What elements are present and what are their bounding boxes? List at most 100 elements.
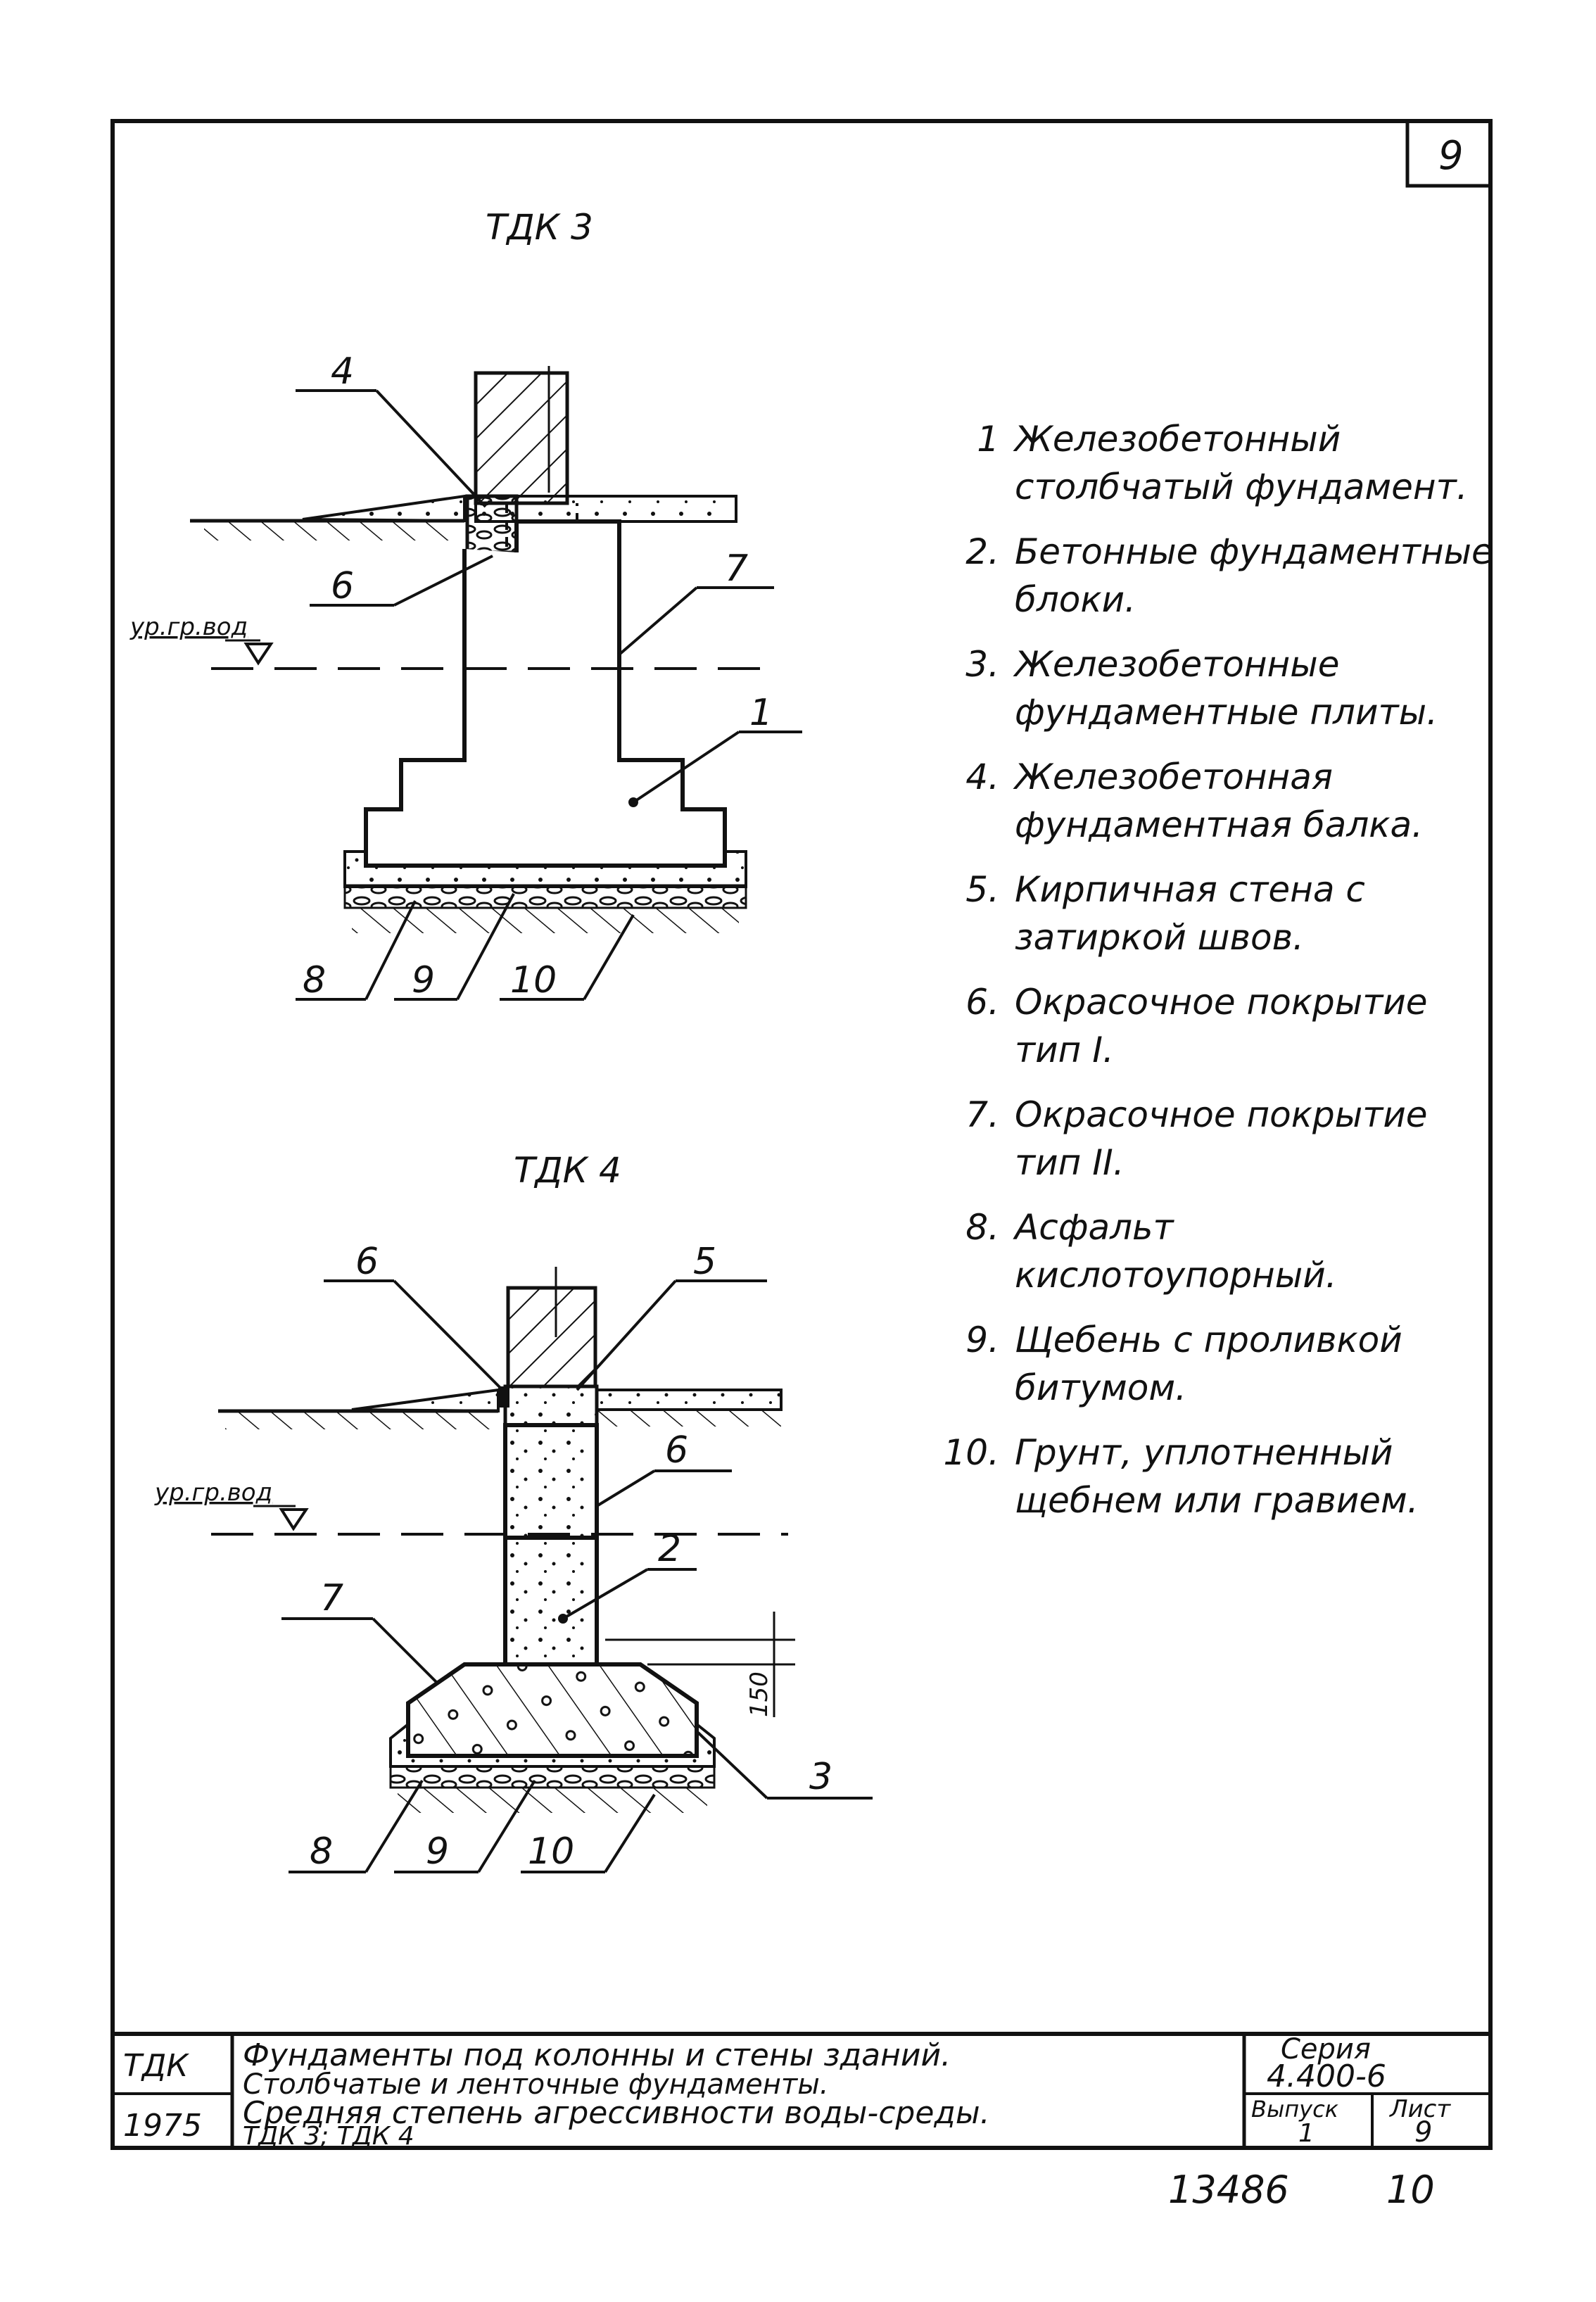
legend-num: 6. [965, 982, 999, 1023]
tdk4-callout-6b: 6 [665, 1429, 688, 1472]
tb-issue-value: 1 [1298, 2119, 1315, 2148]
tdk4-leader-5b [576, 1279, 677, 1391]
legend-text: Щебень с проливкой битумом. [1015, 1320, 1402, 1408]
legend-num: 1 [977, 419, 999, 460]
tdk4-leader-3 [695, 1730, 768, 1800]
tdk3-callout-6: 6 [331, 565, 354, 607]
legend-num: 10. [943, 1432, 999, 1473]
legend-text: Железобетонная фундаментная балка. [1015, 757, 1424, 845]
tdk3-column [474, 371, 569, 505]
legend: 1 Железобетонный столбчатый фундамент. 2.… [943, 415, 1499, 1541]
legend-item: 7. Окрасочное покрытие тип II. [943, 1091, 1499, 1187]
legend-item: 2. Бетонные фундаментные блоки. [943, 528, 1499, 624]
legend-num: 7. [965, 1094, 999, 1135]
tdk4-leader-2 [562, 1568, 649, 1620]
tdk4-soil-layer [398, 1788, 707, 1813]
tdk4-leader-6a-b [393, 1279, 504, 1391]
tb-code: ТДК [123, 2048, 189, 2084]
tb-sheet-label: Лист [1388, 2095, 1451, 2123]
tb-line2: Столбчатые и ленточные фундаменты. [243, 2068, 829, 2101]
tdk4-foundation-slab [406, 1662, 699, 1758]
tdk3-water-marker [243, 643, 274, 666]
tdk4-callout-3: 3 [809, 1756, 832, 1798]
tdk4-callout-9: 9 [426, 1830, 449, 1873]
tdk4-callout-7: 7 [320, 1577, 343, 1619]
legend-item: 10. Грунт, уплотненный щебнем или гравием… [943, 1429, 1499, 1524]
tb-line4: ТДК 3; ТДК 4 [243, 2122, 414, 2151]
tb-series-value: 4.400-6 [1267, 2058, 1386, 2094]
tdk4-gravel-layer [389, 1765, 716, 1789]
legend-item: 3.Железобетонные фундаментные плиты. [943, 640, 1499, 736]
tdk3-leader-7 [618, 586, 698, 656]
legend-num: 8. [965, 1207, 999, 1248]
tdk4-leader-10b [604, 1793, 656, 1873]
legend-num: 2. [965, 531, 999, 572]
tdk4-water-marker [279, 1508, 309, 1531]
legend-text: Асфальт кислотоупорный. [1015, 1207, 1337, 1296]
legend-num: 5. [965, 869, 999, 910]
tdk4-title: ТДК 4 [514, 1150, 621, 1191]
tb-line1: Фундаменты под колонны и стены зданий. [243, 2037, 951, 2073]
legend-item: 4. Железобетонная фундаментная балка. [943, 753, 1499, 849]
tdk3-leader-8b [365, 900, 417, 1000]
tb-issue-label: Выпуск [1251, 2096, 1339, 2123]
title-block: ТДК 1975 Фундаменты под колонны и стены … [113, 2032, 1490, 2151]
footer-page: 10 [1386, 2168, 1435, 2212]
tdk3-leader-9b [456, 893, 515, 1000]
legend-text: Окрасочное покрытие тип II. [1015, 1094, 1428, 1183]
tdk4-ground-hatch-right [598, 1411, 781, 1427]
tdk4-block-upper [503, 1423, 599, 1540]
tdk4-brick-wall [506, 1286, 597, 1389]
legend-text: Грунт, уплотненный щебнем или гравием. [1015, 1432, 1419, 1521]
tdk3-title: ТДК 3 [486, 207, 593, 248]
tdk4-ground-hatch-left [225, 1412, 493, 1429]
legend-num: 9. [965, 1320, 999, 1360]
tdk4-water-label: ур.гр.вод [154, 1479, 272, 1507]
tdk3-asphalt-wedge [302, 494, 466, 523]
tdk4-callout-8: 8 [310, 1830, 333, 1873]
tdk3-callout-10: 10 [510, 959, 557, 1001]
tdk3-callout-1: 1 [749, 692, 773, 734]
tdk4-leader-6b [595, 1469, 656, 1507]
legend-item: 6.Окрасочное покрытие тип I. [943, 978, 1499, 1074]
tdk3-callout-4: 4 [331, 350, 354, 393]
tdk4-leader-7b [372, 1617, 438, 1683]
legend-text: Железобетонный столбчатый фундамент. [1015, 419, 1468, 507]
sheet-number-box [1405, 119, 1493, 188]
tb-sheet-value: 9 [1414, 2116, 1432, 2149]
tdk4-block-lower [503, 1536, 599, 1667]
tdk4-callout-5: 5 [693, 1241, 716, 1283]
tdk3-leader-10b [583, 913, 635, 1001]
tdk4-leader-9b [477, 1779, 536, 1873]
tdk4-drawing: ТДК 4 ур.гр.вод 150 [154, 1150, 873, 1873]
legend-num: 3. [965, 644, 999, 685]
tdk3-soil-layer [352, 908, 739, 933]
tb-year: 1975 [123, 2108, 202, 2144]
tdk3-gravel-layer [343, 884, 747, 909]
tdk3-callout-8: 8 [303, 959, 326, 1001]
tdk3-foundation [364, 519, 727, 868]
tdk3-drawing: ТДК 3 ур.гр.вод 4 6 [129, 207, 802, 1001]
legend-item: 1 Железобетонный столбчатый фундамент. [943, 415, 1499, 511]
tdk4-floor-slab [595, 1389, 783, 1411]
legend-num: 4. [965, 757, 999, 797]
tdk4-callout-6a: 6 [355, 1241, 379, 1283]
tdk3-callout-9: 9 [412, 959, 435, 1001]
tdk4-callout-10: 10 [528, 1830, 574, 1873]
legend-item: 5. Кирпичная стена с затиркой швов. [943, 866, 1499, 961]
tdk3-callout-7: 7 [725, 548, 748, 590]
tdk3-floor-slab [474, 495, 737, 523]
tb-line3: Средняя степень агрессивности воды-среды… [243, 2095, 990, 2131]
legend-text: Бетонные фундаментные блоки. [1015, 531, 1493, 620]
tdk4-asphalt-wedge [351, 1388, 500, 1413]
legend-item: 9. Щебень с проливкой битумом. [943, 1316, 1499, 1412]
tdk4-leader-8b [365, 1779, 424, 1873]
tdk3-water-label: ур.гр.вод [129, 613, 248, 641]
legend-text: Кирпичная стена с затиркой швов. [1015, 869, 1365, 958]
tb-series-label: Серия [1281, 2033, 1371, 2066]
tdk4-coating-corner [498, 1386, 509, 1408]
legend-item: 8. Асфальт кислотоупорный. [943, 1203, 1499, 1299]
footer-doc-number: 13486 [1168, 2168, 1289, 2212]
tdk4-dimension-label: 150 [745, 1671, 773, 1717]
tdk3-foundation-beam [465, 494, 519, 555]
